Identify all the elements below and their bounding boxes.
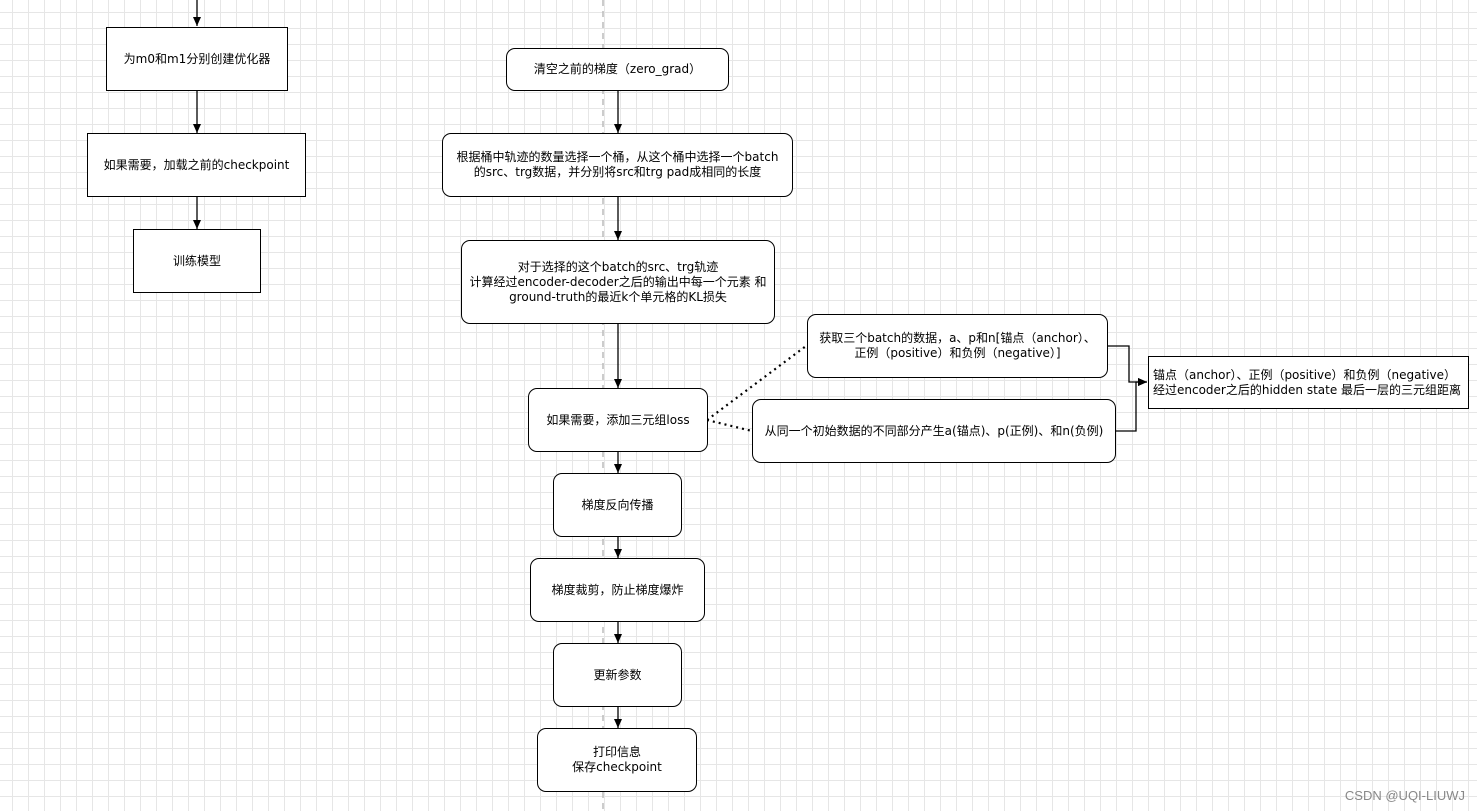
node-train-model: 训练模型 bbox=[133, 229, 261, 293]
arrow-generate-to-distance bbox=[1115, 378, 1147, 432]
node-triplet-distance: 锚点（anchor）、正例（positive）和负例（negative） 经过e… bbox=[1148, 356, 1469, 409]
node-select-bucket: 根据桶中轨迹的数量选择一个桶，从这个桶中选择一个batch 的src、trg数据… bbox=[442, 133, 793, 197]
node-triplet-loss: 如果需要，添加三元组loss bbox=[528, 388, 708, 452]
node-load-checkpoint: 如果需要，加载之前的checkpoint bbox=[87, 133, 306, 197]
node-update-params: 更新参数 bbox=[553, 643, 682, 707]
dotted-link-to-generate bbox=[706, 418, 753, 433]
node-print-save: 打印信息 保存checkpoint bbox=[537, 728, 697, 792]
arrow-get-batch-to-distance bbox=[1108, 345, 1147, 386]
watermark: CSDN @UQI-LIUWJ bbox=[1344, 788, 1465, 803]
node-generate-apn: 从同一个初始数据的不同部分产生a(锚点)、p(正例)、和n(负例) bbox=[752, 399, 1116, 463]
node-get-triplet-batch: 获取三个batch的数据，a、p和n[锚点（anchor）、 正例（positi… bbox=[807, 314, 1108, 378]
node-kl-loss: 对于选择的这个batch的src、trg轨迹 计算经过encoder-decod… bbox=[461, 240, 775, 324]
node-create-optimizers: 为m0和m1分别创建优化器 bbox=[106, 27, 288, 91]
node-clip-grad: 梯度裁剪，防止梯度爆炸 bbox=[530, 558, 705, 622]
node-backward: 梯度反向传播 bbox=[553, 473, 682, 537]
dotted-link-to-get-batch bbox=[706, 345, 807, 421]
node-zero-grad: 清空之前的梯度（zero_grad） bbox=[506, 48, 729, 91]
